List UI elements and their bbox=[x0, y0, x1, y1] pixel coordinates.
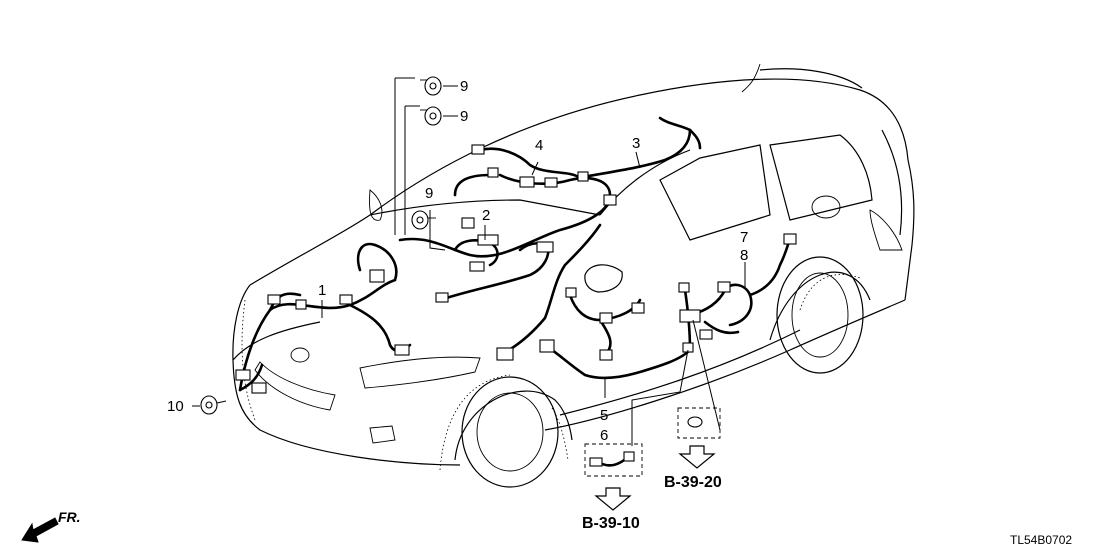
callout-2: 2 bbox=[482, 207, 490, 224]
callout-9-lower: 9 bbox=[425, 185, 433, 202]
connector bbox=[623, 451, 635, 462]
callout-5: 5 bbox=[600, 407, 608, 424]
front-direction-indicator: FR. bbox=[21, 509, 81, 543]
connector bbox=[599, 349, 613, 361]
clip-9a bbox=[420, 76, 442, 96]
clip-9c bbox=[411, 210, 436, 230]
callout-10: 10 bbox=[167, 398, 184, 415]
connector bbox=[487, 167, 499, 178]
callout-9-top: 9 bbox=[460, 78, 468, 95]
connector bbox=[369, 269, 385, 283]
harness-1-front bbox=[235, 242, 412, 394]
harness-3-roof bbox=[577, 116, 702, 182]
diagram-code: TL54B0702 bbox=[1010, 533, 1072, 547]
clip-10 bbox=[200, 395, 227, 415]
connector bbox=[394, 344, 410, 356]
harness-4-dashboard bbox=[398, 144, 617, 258]
connector bbox=[599, 312, 613, 324]
harness-2-engine bbox=[435, 217, 554, 303]
connector bbox=[589, 457, 603, 467]
connector bbox=[267, 294, 281, 305]
callout-3: 3 bbox=[632, 135, 640, 152]
down-arrow-icon bbox=[594, 487, 632, 511]
clip-9b bbox=[420, 106, 442, 126]
connector bbox=[544, 177, 558, 188]
connector bbox=[539, 339, 555, 353]
sub-harness-b3910 bbox=[584, 443, 643, 477]
connector bbox=[678, 282, 690, 293]
connector bbox=[496, 347, 514, 361]
harness-5-6-floor bbox=[496, 223, 694, 380]
connector bbox=[603, 194, 617, 206]
connector bbox=[717, 281, 731, 293]
down-arrow-icon bbox=[678, 445, 716, 469]
harness-7-8-rear bbox=[679, 233, 797, 340]
connector bbox=[469, 261, 485, 272]
callout-labels: 1 2 3 4 5 6 7 8 9 9 9 10 bbox=[167, 78, 748, 444]
connector bbox=[577, 171, 589, 182]
front-label: FR. bbox=[58, 509, 81, 525]
connector bbox=[699, 329, 713, 340]
connector bbox=[565, 287, 577, 298]
callout-4: 4 bbox=[535, 137, 543, 154]
connector bbox=[235, 369, 251, 381]
car-body-outline bbox=[232, 63, 915, 488]
ref-b3920-label: B-39-20 bbox=[664, 474, 722, 491]
connector bbox=[536, 241, 554, 253]
connector bbox=[435, 292, 449, 303]
connector bbox=[519, 176, 535, 188]
connector bbox=[251, 382, 267, 394]
callout-1: 1 bbox=[318, 282, 326, 299]
sub-harness-b3920 bbox=[677, 407, 721, 439]
ref-b3910-label: B-39-10 bbox=[582, 515, 640, 532]
connector bbox=[631, 302, 645, 314]
reference-b3910: B-39-10 bbox=[582, 487, 640, 532]
leader-lines bbox=[192, 77, 746, 446]
front-arrow-icon bbox=[21, 517, 59, 543]
connector bbox=[295, 299, 307, 310]
connector bbox=[471, 144, 485, 155]
connector bbox=[679, 309, 701, 323]
reference-b3920: B-39-20 bbox=[664, 445, 722, 491]
connector bbox=[461, 217, 475, 229]
connector bbox=[477, 234, 499, 246]
connector bbox=[339, 294, 353, 305]
callout-9-middle: 9 bbox=[460, 108, 468, 125]
callout-7: 7 bbox=[740, 229, 748, 246]
callout-8: 8 bbox=[740, 247, 748, 264]
callout-6: 6 bbox=[600, 427, 608, 444]
connector bbox=[783, 233, 797, 245]
